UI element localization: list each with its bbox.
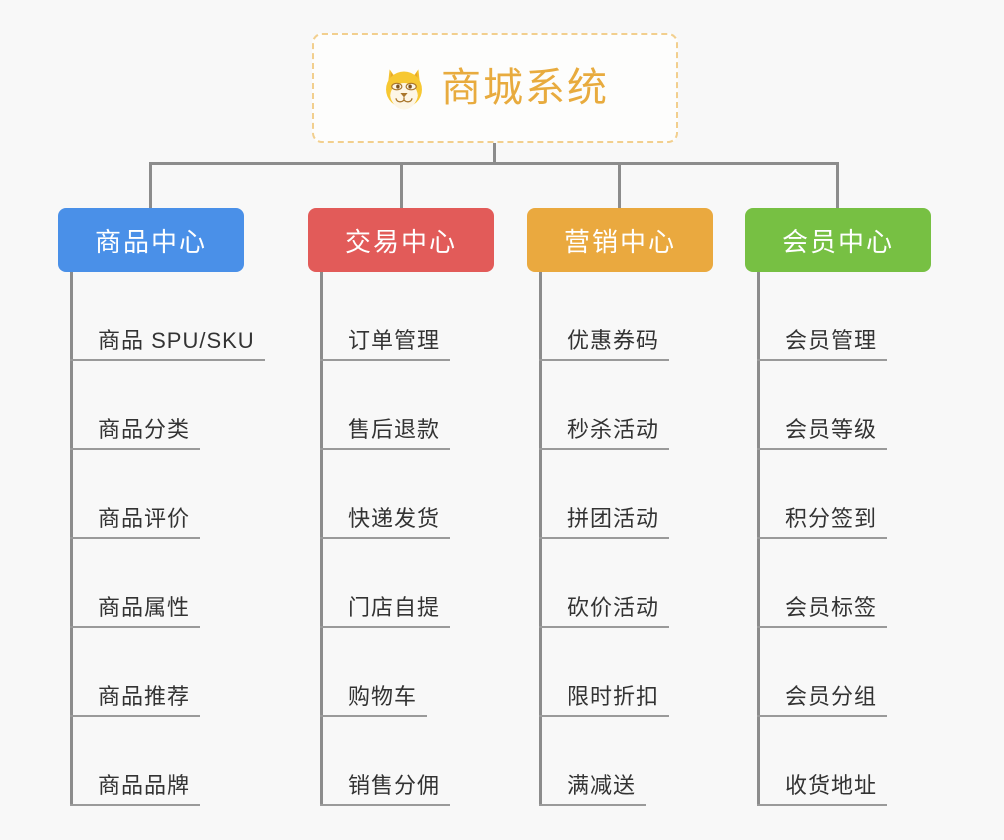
branch-column-1: 商品中心 商品 SPU/SKU 商品分类 商品评价 商品属性 商品推荐 商品品牌: [58, 208, 265, 806]
leaf-item[interactable]: 秒杀活动: [539, 361, 713, 450]
category-title-1: 商品中心: [94, 226, 207, 257]
leaf-label: 限时折扣: [567, 683, 660, 709]
leaf-item[interactable]: 商品分类: [70, 361, 244, 450]
branch-trunk-1: [70, 272, 73, 806]
branch-drop-line-1: [149, 162, 152, 209]
leaf-label: 会员分组: [785, 683, 878, 709]
leaf-list-2: 订单管理 售后退款 快递发货 门店自提 购物车 销售分佣: [308, 272, 494, 806]
leaf-label: 积分签到: [785, 505, 878, 531]
root-stem-line: [493, 143, 496, 164]
leaf-label: 满减送: [567, 772, 637, 798]
leaf-item[interactable]: 商品属性: [70, 539, 244, 628]
leaf-label: 商品属性: [98, 594, 191, 620]
branch-drop-line-3: [618, 162, 621, 209]
leaf-label: 商品推荐: [98, 683, 191, 709]
leaf-item[interactable]: 销售分佣: [320, 717, 494, 806]
leaf-label: 商品品牌: [98, 772, 191, 798]
leaf-item[interactable]: 会员等级: [757, 361, 931, 450]
category-title-4: 会员中心: [781, 226, 894, 257]
leaf-item[interactable]: 积分签到: [757, 450, 931, 539]
branch-column-2: 交易中心 订单管理 售后退款 快递发货 门店自提 购物车 销售分佣: [308, 208, 494, 806]
leaf-item[interactable]: 售后退款: [320, 361, 494, 450]
leaf-list-1: 商品 SPU/SKU 商品分类 商品评价 商品属性 商品推荐 商品品牌: [58, 272, 265, 806]
leaf-label: 会员标签: [785, 594, 878, 620]
leaf-item[interactable]: 门店自提: [320, 539, 494, 628]
leaf-list-3: 优惠券码 秒杀活动 拼团活动 砍价活动 限时折扣 满减送: [527, 272, 713, 806]
leaf-label: 快递发货: [348, 505, 441, 531]
leaf-item[interactable]: 限时折扣: [539, 628, 713, 717]
root-node[interactable]: 商城系统: [312, 33, 678, 143]
leaf-label: 购物车: [348, 683, 418, 709]
leaf-item[interactable]: 会员分组: [757, 628, 931, 717]
leaf-label: 秒杀活动: [567, 416, 660, 442]
branch-trunk-3: [539, 272, 542, 806]
category-node-2[interactable]: 交易中心: [308, 208, 494, 272]
leaf-label: 订单管理: [348, 327, 441, 353]
leaf-item[interactable]: 收货地址: [757, 717, 931, 806]
leaf-label: 门店自提: [348, 594, 441, 620]
leaf-item[interactable]: 满减送: [539, 717, 713, 806]
leaf-item[interactable]: 快递发货: [320, 450, 494, 539]
leaf-item[interactable]: 商品推荐: [70, 628, 244, 717]
leaf-label: 优惠券码: [567, 327, 660, 353]
branch-bus-line: [149, 162, 839, 165]
leaf-item[interactable]: 商品评价: [70, 450, 244, 539]
category-title-2: 交易中心: [344, 226, 457, 257]
leaf-label: 会员管理: [785, 327, 878, 353]
branch-drop-line-2: [400, 162, 403, 209]
leaf-label: 销售分佣: [348, 772, 441, 798]
dog-face-icon: [386, 69, 422, 110]
category-node-1[interactable]: 商品中心: [58, 208, 244, 272]
leaf-item[interactable]: 会员管理: [757, 272, 931, 361]
leaf-label: 会员等级: [785, 416, 878, 442]
leaf-label: 收货地址: [785, 772, 878, 798]
leaf-item[interactable]: 优惠券码: [539, 272, 713, 361]
root-title: 商城系统: [441, 66, 609, 110]
branch-drop-line-4: [836, 162, 839, 209]
branch-trunk-4: [757, 272, 760, 806]
leaf-item[interactable]: 拼团活动: [539, 450, 713, 539]
leaf-label: 商品分类: [98, 416, 191, 442]
leaf-item[interactable]: 订单管理: [320, 272, 494, 361]
leaf-item[interactable]: 购物车: [320, 628, 494, 717]
branch-trunk-2: [320, 272, 323, 806]
leaf-label: 售后退款: [348, 416, 441, 442]
leaf-label: 商品 SPU/SKU: [98, 327, 255, 353]
category-node-3[interactable]: 营销中心: [527, 208, 713, 272]
category-node-4[interactable]: 会员中心: [745, 208, 931, 272]
leaf-item[interactable]: 砍价活动: [539, 539, 713, 628]
branch-column-3: 营销中心 优惠券码 秒杀活动 拼团活动 砍价活动 限时折扣 满减送: [527, 208, 713, 806]
leaf-item[interactable]: 会员标签: [757, 539, 931, 628]
leaf-label: 拼团活动: [567, 505, 660, 531]
category-title-3: 营销中心: [563, 226, 676, 257]
leaf-item[interactable]: 商品 SPU/SKU: [70, 272, 265, 361]
leaf-label: 砍价活动: [567, 594, 660, 620]
leaf-item[interactable]: 商品品牌: [70, 717, 244, 806]
leaf-list-4: 会员管理 会员等级 积分签到 会员标签 会员分组 收货地址: [745, 272, 931, 806]
leaf-label: 商品评价: [98, 505, 191, 531]
branch-column-4: 会员中心 会员管理 会员等级 积分签到 会员标签 会员分组 收货地址: [745, 208, 931, 806]
